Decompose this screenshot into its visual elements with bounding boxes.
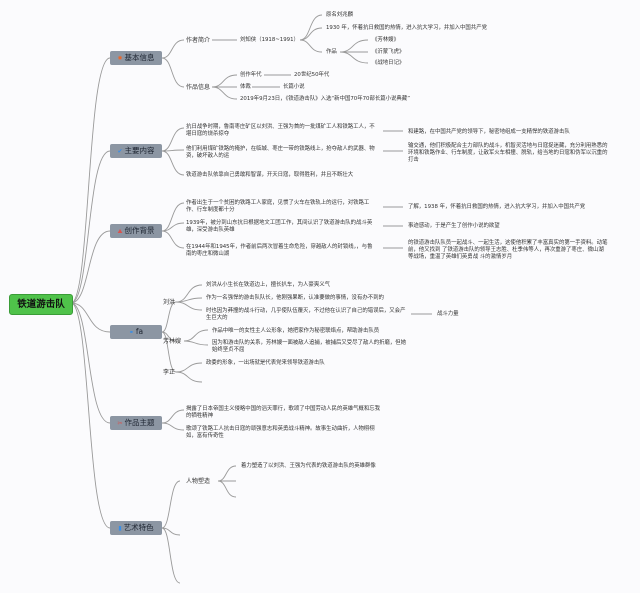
connector-line: [161, 202, 185, 232]
background-detail[interactable]: 的铁道游击队队员一起战斗、一起生活，这使他积累了丰富真实的第一手资料。动笔前，他…: [408, 240, 608, 260]
connector-line: [161, 409, 185, 424]
bio-node[interactable]: 1930 年，怀着抗日救国的热情，进入抗大学习，并加入中国共产党: [326, 25, 487, 31]
connector-line: [161, 39, 185, 59]
connector-line: [217, 465, 237, 482]
content-item[interactable]: 铁道游击队依靠自己勇敢和智谋，开天日寇，取得胜利，并且不断壮大: [186, 172, 354, 178]
content-detail[interactable]: 输交通，他们积极配合主力部队的战斗，机智灵活地与日寇捉迷藏，充分利用熟悉的环境和…: [408, 143, 608, 163]
work-info-node[interactable]: 作品信息: [186, 84, 211, 91]
branch-label: 艺术特色: [123, 523, 154, 532]
connector-line: [161, 127, 185, 152]
character-lizheng[interactable]: 李正: [163, 369, 176, 376]
author-node[interactable]: 刘知侠（1918~1991）: [240, 37, 299, 43]
connector-line: [211, 74, 238, 88]
content-item[interactable]: 他们利用煤矿铁路的掩护，在临城、枣庄一带的铁路线上，抢夺敌人的武器、物资，破坏敌…: [186, 146, 375, 159]
branch-art[interactable]: ▮艺术特色: [110, 521, 162, 535]
connector-line: [175, 362, 203, 373]
connector-line: [175, 371, 203, 383]
connector-line: [70, 302, 111, 424]
connector-line: [161, 150, 185, 176]
branch-label: fa: [135, 327, 144, 336]
trait-item[interactable]: 刘洪从小生长在铁道边上，擅长扒车，为人豪爽义气: [206, 282, 330, 288]
original-name-node[interactable]: 原名刘兆麟: [326, 12, 353, 18]
branch-label: 创作背景: [124, 226, 155, 235]
branch-label: 基本信息: [124, 53, 155, 62]
connector-line: [161, 480, 181, 529]
background-item[interactable]: 1939年，被分到山东抗日根据地文工团工作，其间认识了铁道游击队的战斗英雄，深受…: [186, 220, 373, 233]
connector-line: [161, 222, 185, 232]
connector-line: [339, 51, 369, 64]
connector-line: [70, 302, 111, 333]
connector-line: [211, 86, 238, 100]
works-node[interactable]: 作品: [326, 49, 337, 55]
connector-line: [217, 480, 237, 498]
trait-item[interactable]: 作品中唯一的女性主人公形象，她把家作为秘密联络点，帮助游击队员: [212, 328, 380, 334]
connector-line: [161, 422, 185, 431]
background-item[interactable]: 在1944年和1945年，作者前后两次冒着生命危险，穿越敌人的封锁线，，与鲁南的…: [186, 244, 373, 257]
link-icon: ⚭: [128, 329, 134, 336]
theme-item[interactable]: 揭露了日本帝国主义侵略中国的滔天罪行，歌颂了中国劳动人民的英雄气概和忘我的牺牲精…: [186, 406, 381, 419]
connector-line: [299, 39, 323, 53]
star-icon: ✸: [117, 55, 123, 62]
check-icon: ✔: [117, 148, 123, 155]
character-building-detail[interactable]: 着力塑造了以刘洪、王强为代表的铁道游击队的英雄群像: [241, 463, 376, 469]
trait-item[interactable]: 因为和游击队的关系，芳林嫂一面被敌人追捕，被捕后又受尽了敌人的折磨，但她始终坚贞…: [212, 340, 407, 353]
branch-label: 作品主题: [124, 418, 155, 427]
content-detail[interactable]: 和建路，在中国共产党的领导下，秘密地组成一支精悍的铁道游击队: [408, 129, 570, 135]
tools-icon: ✂: [117, 420, 123, 427]
character-liuhong[interactable]: 刘洪: [163, 299, 176, 306]
honor-node[interactable]: 2019年9月23日，《铁道游击队》入选“新中国70年70部长篇小说典藏”: [240, 96, 410, 102]
connector-line: [183, 340, 209, 346]
connector-line: [70, 150, 111, 304]
trait-item[interactable]: 政委的形象，一出场就是代表党来领导铁道游击队: [206, 360, 325, 366]
connector-line: [161, 230, 185, 249]
connector-line: [161, 527, 181, 536]
connector-line: [161, 57, 185, 88]
era-node[interactable]: 20世纪50年代: [294, 72, 330, 78]
theme-item[interactable]: 歌颂了铁路工人抗击日寇的顽强意志和英勇战斗精神。故事生动曲折，人物栩栩如，富有传…: [186, 426, 375, 439]
character-building-node[interactable]: 人物塑造: [186, 478, 211, 485]
connector-line: [183, 329, 209, 342]
connector-line: [299, 27, 323, 41]
branch-main-content[interactable]: ✔主要内容: [110, 144, 162, 158]
connector-line: [175, 301, 203, 311]
connector-line: [161, 527, 181, 584]
work-item[interactable]: 《沂蒙飞虎》: [372, 49, 405, 55]
background-item[interactable]: 作者出生于一个贫困的铁路工人家庭，见惯了火车在铁轨上的运行，对铁路工作、行车制度…: [186, 200, 370, 213]
connector-line: [161, 301, 177, 333]
background-detail[interactable]: 事迹感动，于是产生了创作小说的欲望: [408, 223, 500, 229]
branch-label: 主要内容: [124, 146, 155, 155]
mountain-icon: ⛰: [117, 228, 123, 235]
fighting-power-node[interactable]: 战斗力量: [437, 311, 459, 317]
character-fanglinsao[interactable]: 芳林嫂: [163, 338, 182, 345]
branch-theme[interactable]: ✂作品主题: [110, 416, 162, 430]
branch-background[interactable]: ⛰创作背景: [110, 224, 162, 238]
work-item[interactable]: 《芳林嫂》: [372, 37, 399, 43]
trait-item[interactable]: 时也因为莽撞的战斗行动，几乎使队伍覆灭，不过他在认识了自己的错误后，又会产生巨大…: [206, 308, 406, 321]
connector-line: [339, 39, 369, 53]
author-intro-node[interactable]: 作者简介: [186, 37, 211, 44]
genre-node[interactable]: 长篇小说: [283, 84, 305, 90]
root-node[interactable]: 铁道游击队: [9, 294, 73, 315]
chart-icon: ▮: [118, 525, 122, 532]
branch-basic-info[interactable]: ✸基本信息: [110, 51, 162, 65]
genre-label-node[interactable]: 体裁: [240, 84, 251, 90]
connector-line: [70, 57, 111, 304]
trait-item[interactable]: 作为一名强悍的游击队队长，他刚强果断，认准要做的事情，没有办不到的: [206, 295, 384, 301]
connector-line: [70, 302, 111, 529]
connector-line: [70, 230, 111, 304]
branch-characters[interactable]: ⚭fa: [110, 325, 162, 339]
background-detail[interactable]: 了解，1938 年，怀着抗日救国的热情，进入抗大学习，并加入中国共产党: [408, 204, 586, 210]
content-item[interactable]: 抗日战争时期，鲁南枣庄矿区以刘洪、王强为首的一批煤矿工人和铁路工人，不堪日寇的烧…: [186, 124, 375, 137]
era-label-node[interactable]: 创作年代: [240, 72, 262, 78]
work-item[interactable]: 《战地日记》: [372, 60, 405, 66]
connector-line: [299, 14, 323, 41]
connector-line: [161, 331, 177, 373]
connector-line: [175, 297, 203, 303]
